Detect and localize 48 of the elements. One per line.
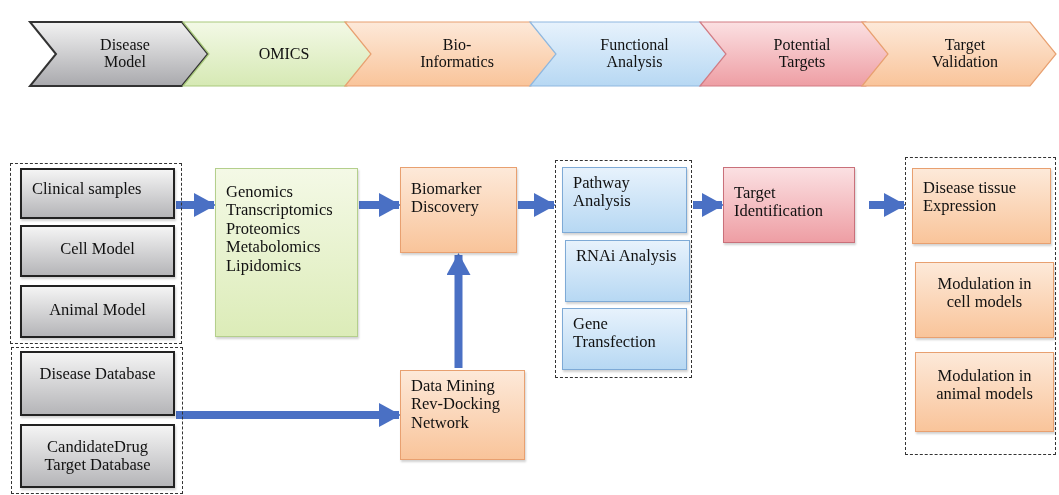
arrow [176,193,216,217]
box-label: Metabolomics [226,238,322,257]
process-box [723,167,855,243]
box-label: Clinical samples [32,180,143,199]
box-label: Gene Transfection [573,315,657,352]
arrow [446,253,471,368]
input-box [20,424,175,488]
box-label: Animal Model [48,301,147,320]
box-label: Modulation in animal models [935,367,1034,404]
box-label: RNAi Analysis [576,247,678,266]
box-label: CandidateDrug Target Database [43,438,152,475]
group-frame [11,347,183,494]
box-label: Genomics [226,183,294,202]
box-label: Target Identification [734,184,824,221]
group-frame [555,160,692,378]
input-box [20,285,175,338]
process-box [400,370,525,460]
box-label: Biomarker Discovery [411,180,483,217]
box-label: Lipidomics [226,256,303,276]
box-label: Disease tissue Expression [923,179,1018,216]
box-label: Data Mining Rev-Docking Network [411,377,501,433]
arrow [518,193,556,217]
stage-label: Potential Targets [772,37,832,71]
group-frame [905,157,1056,455]
arrow [176,403,401,427]
process-box [915,262,1054,338]
box-label: Cell Model [59,240,136,259]
input-box [20,225,175,277]
group-frame [10,163,182,344]
input-box [20,351,175,416]
stage-label: Disease Model [99,37,151,71]
box-label: Modulation in cell models [936,275,1033,312]
box-label: Transcriptomics [226,201,334,220]
process-box [215,168,358,337]
stage-label: Target Validation [931,37,999,71]
process-box [400,167,517,253]
process-box [912,168,1051,244]
process-box [562,308,687,370]
process-box [565,240,690,302]
stage-label: Functional Analysis [599,37,670,71]
stage-label: OMICS [258,45,310,63]
arrow [359,193,401,217]
input-box [20,168,175,219]
process-box [915,352,1054,432]
box-label: Disease Database [38,365,157,384]
box-label: Proteomics [226,219,301,239]
process-box [562,167,687,233]
box-label: Pathway Analysis [573,174,632,211]
